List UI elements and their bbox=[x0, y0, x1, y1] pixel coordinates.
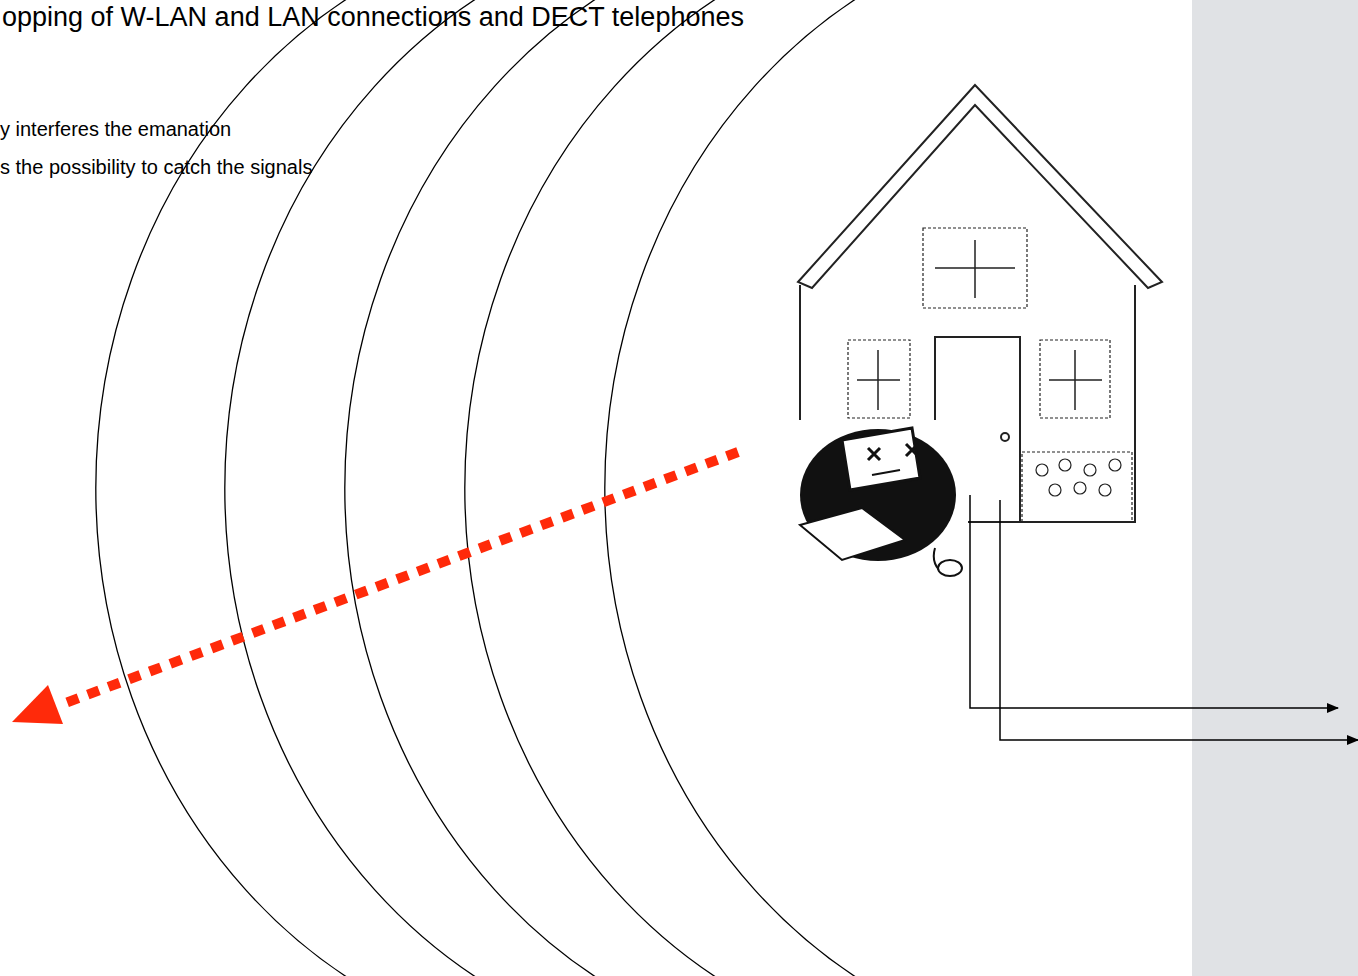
wave-arc bbox=[225, 0, 736, 976]
slide-title: opping of W-LAN and LAN connections and … bbox=[2, 2, 744, 33]
emanation-waves bbox=[96, 0, 1116, 976]
eavesdrop-arrow bbox=[12, 452, 738, 724]
side-band bbox=[1192, 0, 1358, 976]
cable-lines bbox=[970, 495, 1358, 740]
wave-arc bbox=[465, 0, 976, 976]
house bbox=[798, 85, 1162, 522]
wave-arc bbox=[96, 0, 607, 976]
lan-cable bbox=[1000, 500, 1358, 740]
bullet-text: y interferes the emanation bbox=[0, 118, 231, 141]
bullet-text: s the possibility to catch the signals bbox=[0, 156, 312, 179]
lan-cable bbox=[970, 495, 1338, 708]
computer-icon bbox=[758, 420, 968, 580]
